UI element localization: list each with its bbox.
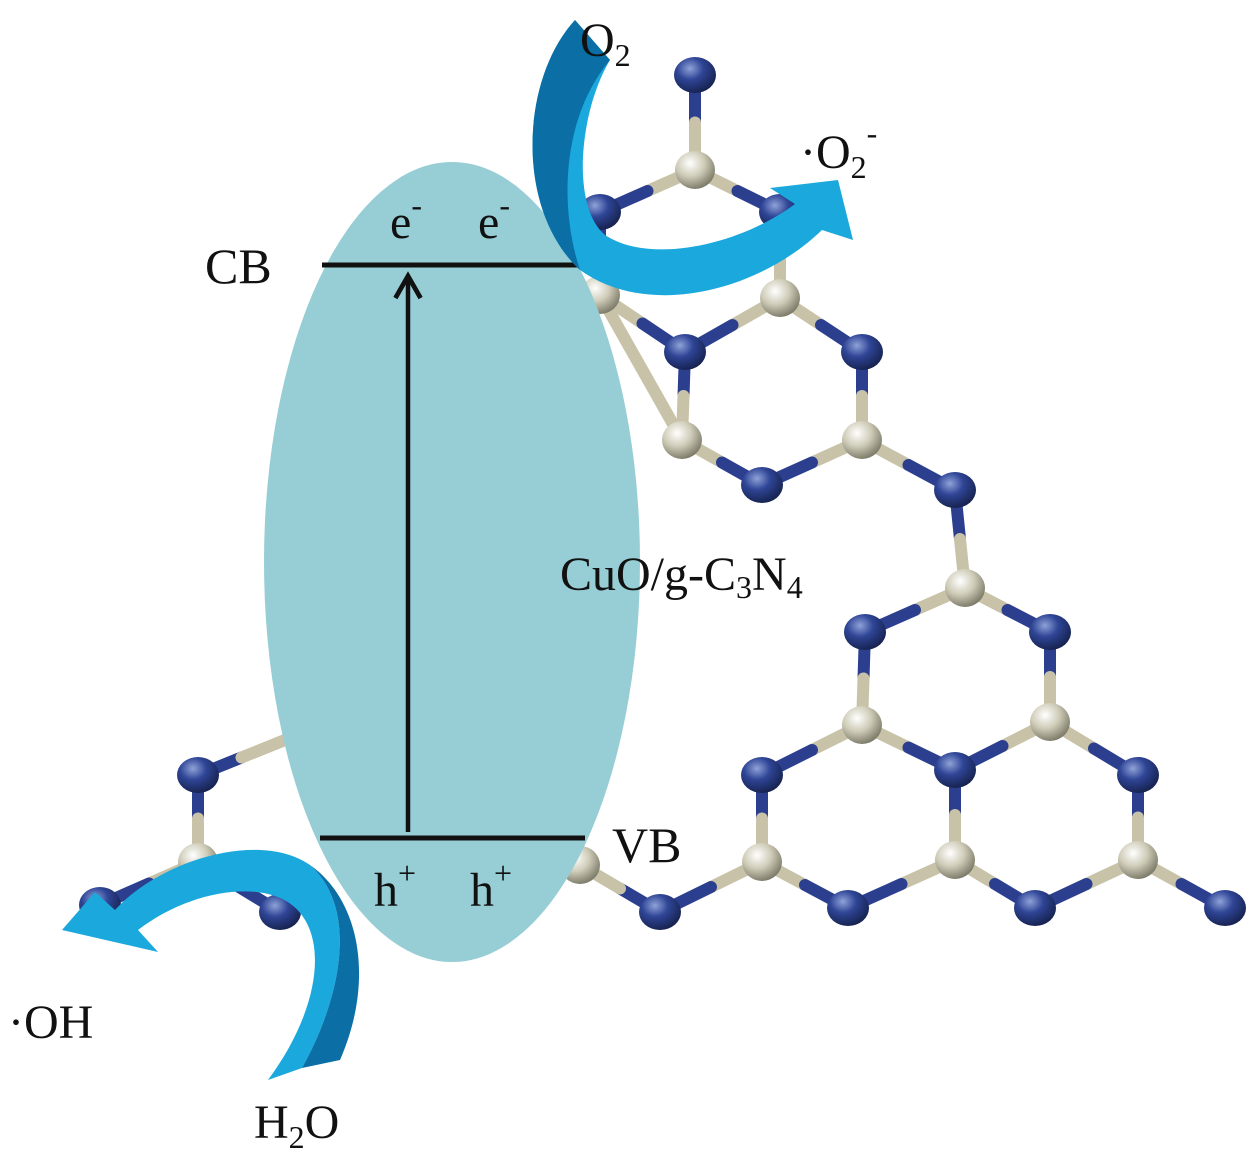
- svg-text:h+: h+: [374, 855, 416, 917]
- hole-label-1: h+: [374, 855, 416, 917]
- nitrogen-atom: [639, 894, 681, 930]
- electron-label-1: e-: [390, 187, 422, 249]
- nitrogen-atom: [934, 472, 976, 508]
- nitrogen-atom: [741, 467, 783, 503]
- oxygen-reduction-arrow: [532, 20, 853, 296]
- carbon-atom: [1118, 841, 1158, 879]
- carbon-atom: [842, 421, 882, 459]
- nitrogen-atom: [1029, 614, 1071, 650]
- carbon-atom: [742, 843, 782, 881]
- lattice-bond: [235, 734, 291, 764]
- electron-label-2: e-: [478, 187, 510, 249]
- carbon-atom: [935, 841, 975, 879]
- label-o2: O2: [580, 14, 631, 73]
- nitrogen-atom: [841, 334, 883, 370]
- nitrogen-atom: [177, 757, 219, 793]
- material-label: CuO/g-C3N4: [560, 548, 803, 605]
- svg-text:H2O: H2O: [254, 1096, 339, 1153]
- carbon-atom: [842, 706, 882, 744]
- carbon-atom: [945, 569, 985, 607]
- valence-band-label: VB: [612, 817, 681, 873]
- water-oxidation-arrow: [62, 849, 360, 1080]
- nitrogen-atom: [844, 614, 886, 650]
- svg-text:e-: e-: [390, 187, 422, 249]
- carbon-atom: [760, 279, 800, 317]
- nitrogen-atom: [934, 752, 976, 788]
- label-superoxide: ·O2-: [800, 115, 877, 185]
- carbon-atom: [1030, 703, 1070, 741]
- svg-text:e-: e-: [478, 187, 510, 249]
- carbon-atom: [662, 421, 702, 459]
- nitrogen-atom: [1204, 890, 1246, 926]
- nitrogen-atom: [741, 757, 783, 793]
- hydroxyl-label: ·OH: [8, 996, 93, 1049]
- nitrogen-atom: [664, 334, 706, 370]
- conduction-band-label: CB: [205, 238, 272, 294]
- hole-label-2: h+: [470, 855, 512, 917]
- nitrogen-atom: [1117, 757, 1159, 793]
- nitrogen-atom: [674, 57, 716, 93]
- svg-text:h+: h+: [470, 855, 512, 917]
- svg-text:·O2-: ·O2-: [800, 115, 877, 185]
- carbon-nitride-lattice: [79, 57, 1246, 930]
- carbon-atom: [675, 151, 715, 189]
- cuo-particle-ellipse: [264, 162, 640, 962]
- svg-text:CuO/g-C3N4: CuO/g-C3N4: [560, 548, 803, 605]
- nitrogen-atom: [827, 890, 869, 926]
- water-label: H2O: [254, 1096, 339, 1153]
- nitrogen-atom: [1014, 890, 1056, 926]
- svg-text:O2: O2: [580, 14, 631, 73]
